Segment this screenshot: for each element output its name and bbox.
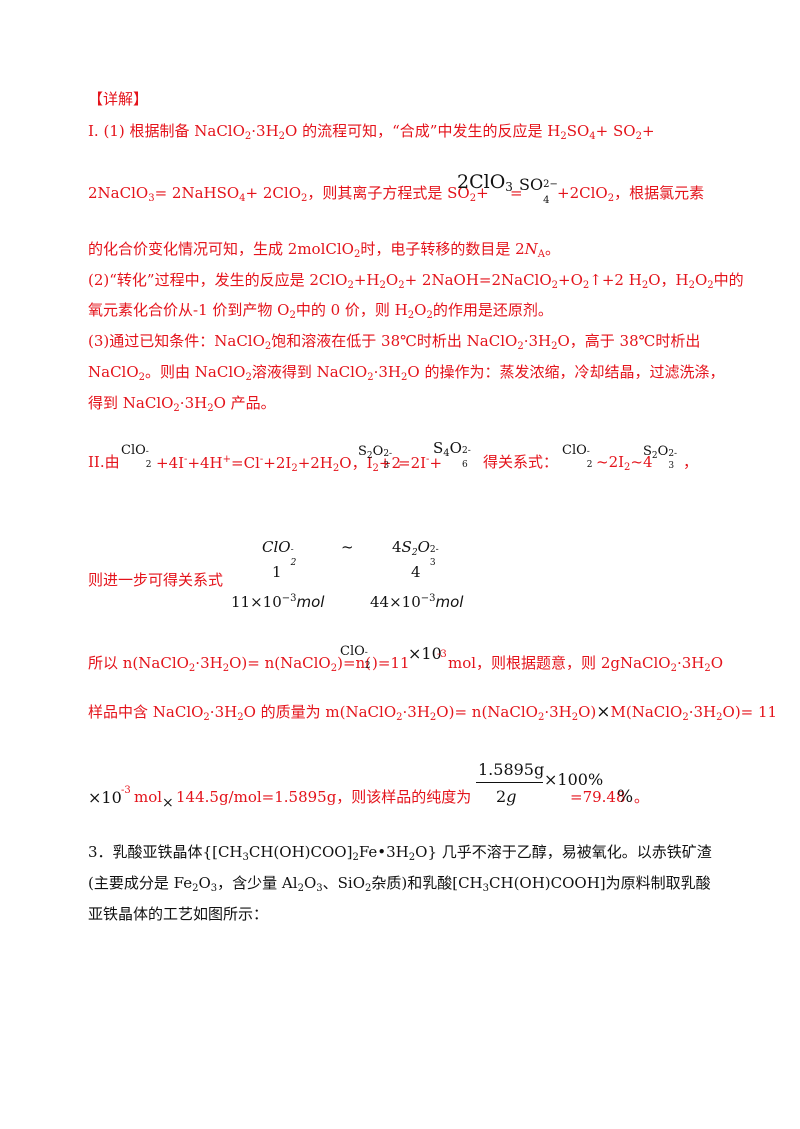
line-10-end: mol，则根据题意，则 2gNaClO2·3H2O bbox=[448, 654, 724, 674]
line-9-chain: ~2I2~4 bbox=[596, 453, 653, 473]
line-9-eq2: =2I-+ bbox=[398, 454, 443, 472]
line-12-times: × bbox=[162, 795, 174, 811]
heading: 【详解】 bbox=[88, 90, 149, 108]
chlorite-ion-3: ClO-2 bbox=[340, 644, 371, 671]
line-8: 得到 NaClO2·3H2O 产品。 bbox=[88, 394, 276, 414]
line-4: (2)“转化”过程中，发生的反应是 2ClO2+H2O2+ 2NaOH=2NaC… bbox=[88, 271, 744, 291]
q3-line-1: 3．乳酸亚铁晶体{[CH3CH(OH)COO]2Fe•3H2O} 几乎不溶于乙醇… bbox=[88, 843, 712, 863]
equals-sign: = bbox=[510, 184, 523, 202]
rel-left-top: ClO-2 bbox=[262, 538, 297, 568]
exp-neg3: -3 bbox=[437, 649, 447, 660]
period: 。 bbox=[634, 788, 650, 806]
line-12-mol: mol bbox=[134, 788, 163, 806]
line-9-start: II.由 bbox=[88, 453, 120, 471]
line-7: NaClO2。则由 NaClO2溶液得到 NaClO2·3H2O 的操作为：蒸发… bbox=[88, 363, 725, 383]
line-2-tail: +2ClO2，根据氯元素 bbox=[557, 184, 705, 204]
rel-mol-right: 44×10−3mol bbox=[370, 593, 464, 611]
percent-sign: % bbox=[617, 787, 634, 807]
line-9-text: 得关系式： bbox=[483, 453, 559, 471]
chlorite-ion-1: ClO-2 bbox=[121, 443, 152, 470]
purity-value: =79.48 bbox=[570, 788, 626, 806]
line-5: 氧元素化合价从-1 价到产物 O2中的 0 价，则 H2O2的作用是还原剂。 bbox=[88, 301, 553, 321]
line-1: I. (1) 根据制备 NaClO2·3H2O 的流程可知，“合成”中发生的反应… bbox=[88, 122, 655, 142]
rel-ratio-left: 1 bbox=[272, 563, 282, 581]
line-3: 的化合价变化情况可知，生成 2molClO2时，电子转移的数目是 2NA。 bbox=[88, 240, 561, 260]
line-12-times-ten: ×10 bbox=[88, 788, 122, 807]
chlorate-formula: 2ClO3 bbox=[457, 171, 513, 194]
percent-factor: ×100% bbox=[544, 770, 604, 789]
line-2: 2NaClO3= 2NaHSO4+ 2ClO2，则其离子方程式是 SO2+ bbox=[88, 184, 489, 204]
rel-lead: 则进一步可得关系式 bbox=[88, 571, 224, 589]
fraction-denominator: 2g bbox=[496, 787, 517, 806]
line-9-eq1: +4I-+4H+=Cl-+2I2+2H2O，I2+2 bbox=[156, 454, 401, 474]
line-6: (3)通过已知条件：NaClO2饱和溶液在低于 38℃时析出 NaClO2·3H… bbox=[88, 332, 701, 352]
line-10-value: )=11 bbox=[372, 654, 410, 672]
fraction-bar bbox=[476, 782, 543, 783]
chlorite-ion-2: ClO-2 bbox=[562, 443, 593, 470]
line-9-end: ， bbox=[683, 453, 699, 471]
line-10-start: 所以 n(NaClO2·3H2O)= n(NaClO2)=n( bbox=[88, 654, 372, 674]
fraction-numerator: 1.5895g bbox=[478, 760, 545, 779]
q3-line-2: (主要成分是 Fe2O3，含少量 Al2O3、SiO2杂质)和乳酸[CH3CH(… bbox=[88, 874, 711, 894]
rel-mol-left: 11×10−3mol bbox=[231, 593, 325, 611]
rel-ratio-right: 4 bbox=[411, 563, 421, 581]
line-12-exp: -3 bbox=[121, 785, 131, 796]
times-ten: ×10 bbox=[408, 644, 442, 663]
line-11: 样品中含 NaClO2·3H2O 的质量为 m(NaClO2·3H2O)= n(… bbox=[88, 702, 778, 723]
rel-tilde: ~ bbox=[341, 538, 354, 556]
q3-line-3: 亚铁晶体的工艺如图所示： bbox=[88, 905, 269, 923]
line-12-text: 144.5g/mol=1.5895g，则该样品的纯度为 bbox=[176, 788, 472, 806]
